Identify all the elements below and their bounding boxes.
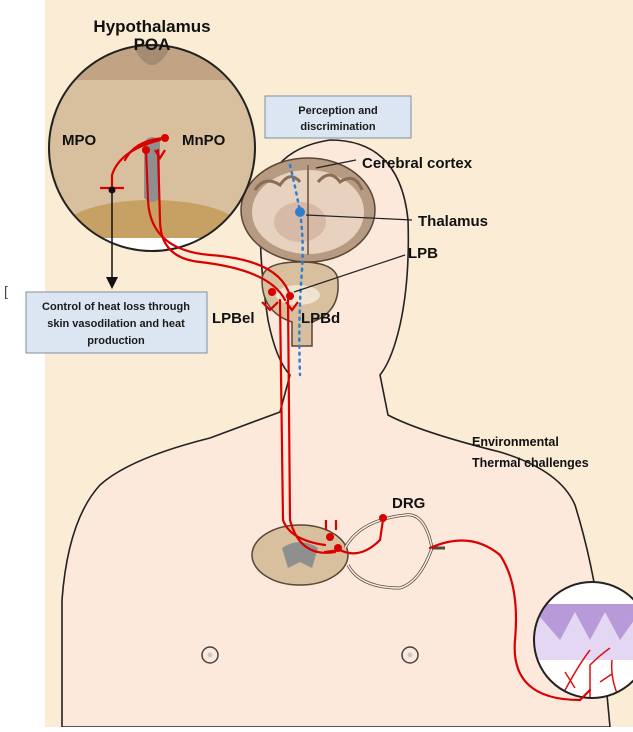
control-box-line1: Control of heat loss through (42, 301, 190, 313)
label-thalamus: Thalamus (418, 213, 488, 230)
label-mnpo: MnPO (182, 132, 226, 149)
brain-section (241, 158, 375, 262)
label-poa: POA (134, 35, 171, 54)
thalamus-dot (295, 207, 305, 217)
stray-bracket-glyph: [ (4, 283, 8, 299)
label-lpbd: LPBd (301, 310, 340, 327)
label-mpo: MPO (62, 132, 97, 149)
control-box-line2: skin vasodilation and heat (47, 318, 185, 330)
label-hypothalamus: Hypothalamus (93, 17, 210, 36)
mpo-output-dot (109, 187, 116, 194)
label-lpb: LPB (408, 245, 438, 262)
label-thermal-challenges: Thermal challenges (472, 456, 589, 470)
perception-box-line1: Perception and (298, 105, 377, 117)
control-box-line3: production (87, 335, 145, 347)
label-cerebral-cortex: Cerebral cortex (362, 155, 473, 172)
label-lpbel: LPBel (212, 310, 255, 327)
label-drg: DRG (392, 495, 425, 512)
perception-box: Perception and discrimination (265, 96, 411, 138)
control-box: Control of heat loss through skin vasodi… (26, 292, 207, 353)
perception-box-line2: discrimination (300, 121, 375, 133)
label-environmental: Environmental (472, 435, 559, 449)
